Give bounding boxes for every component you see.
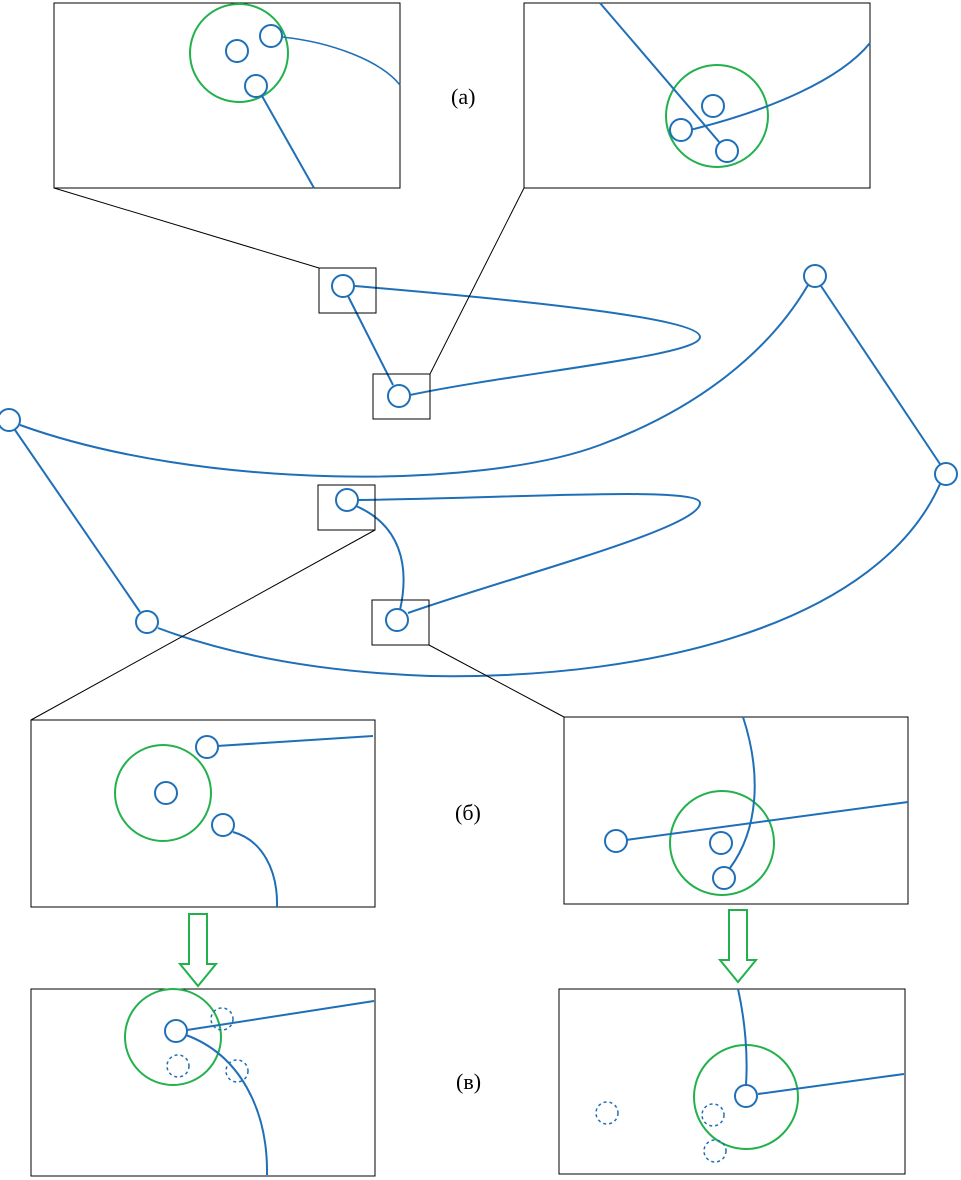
select-box-upper-2 bbox=[372, 373, 431, 420]
zone-circle bbox=[665, 64, 769, 168]
upper-loop-curve bbox=[354, 285, 702, 396]
leader-line-a-right bbox=[429, 187, 525, 375]
inset-a-right bbox=[523, 2, 871, 189]
upper-node-1 bbox=[331, 274, 355, 298]
label-c: (в) bbox=[456, 1069, 481, 1094]
lower-loop-link bbox=[355, 505, 405, 611]
outer-arc-bottom bbox=[157, 483, 941, 678]
inset-b-left bbox=[30, 719, 376, 908]
label-b: (б) bbox=[455, 800, 481, 825]
outer-link-right bbox=[820, 285, 941, 465]
select-box-lower-2 bbox=[371, 599, 430, 646]
outer-arc-top bbox=[19, 284, 809, 478]
zone-circle bbox=[669, 790, 775, 896]
outer-link-left bbox=[14, 429, 141, 613]
outer-node-bottom-left bbox=[135, 610, 159, 634]
outer-node-left bbox=[0, 408, 21, 432]
inset-a-left bbox=[53, 2, 401, 189]
select-box-upper-1 bbox=[318, 267, 377, 314]
leader-line-b-left bbox=[30, 529, 376, 721]
main-figure bbox=[0, 187, 958, 721]
inset-c-left bbox=[30, 988, 376, 1177]
upper-loop-link bbox=[347, 295, 394, 386]
label-a: (а) bbox=[451, 84, 475, 109]
leader-line-a-left bbox=[53, 187, 320, 269]
lower-loop-curve bbox=[357, 493, 702, 614]
arrow-down-right-icon bbox=[717, 909, 759, 984]
leader-line-b-right bbox=[428, 644, 565, 718]
lower-node-2 bbox=[385, 608, 409, 632]
inset-b-right bbox=[563, 716, 909, 905]
select-box-lower-1 bbox=[317, 484, 376, 531]
upper-node-2 bbox=[387, 384, 411, 408]
inset-c-right bbox=[558, 988, 906, 1175]
lower-node-1 bbox=[335, 488, 359, 512]
zone-circle bbox=[189, 3, 289, 103]
outer-node-top-right bbox=[803, 264, 827, 288]
arrow-down-left-icon bbox=[177, 913, 219, 988]
zone-circle bbox=[114, 744, 212, 842]
outer-node-right bbox=[934, 462, 958, 486]
zone-circle bbox=[124, 988, 222, 1086]
